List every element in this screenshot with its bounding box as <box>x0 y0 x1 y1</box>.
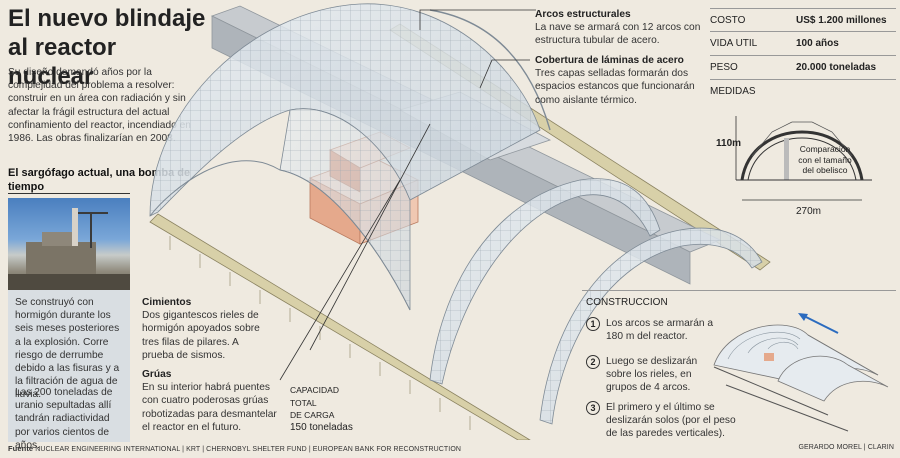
callout-cimientos: Cimientos Dos gigantescos rieles de horm… <box>142 296 272 362</box>
spec-value: 100 años <box>796 38 839 49</box>
medidas-diagram <box>735 116 872 201</box>
reactor-photo <box>8 198 130 290</box>
spec-row: COSTO US$ 1.200 millones <box>710 8 896 32</box>
leader-lines <box>279 9 536 381</box>
callout-cimientos-title: Cimientos <box>142 297 192 308</box>
callout-cimientos-text: Dos gigantescos rieles de hormigón apoya… <box>142 310 260 361</box>
medidas-width: 270m <box>796 206 822 217</box>
spec-key: VIDA UTIL <box>710 38 758 49</box>
capacity-box: CAPACIDAD TOTAL DE CARGA 150 toneladas <box>290 384 370 434</box>
capacity-value: 150 toneladas <box>290 421 353 433</box>
reactor-marker <box>764 353 774 361</box>
direction-arrow-icon <box>798 313 839 334</box>
capacity-label-1: CAPACIDAD <box>290 385 339 395</box>
specs-table: COSTO US$ 1.200 millones VIDA UTIL 100 a… <box>710 8 896 97</box>
construction-diagram <box>713 313 889 432</box>
spec-key: PESO <box>710 62 738 73</box>
construction-section: CONSTRUCCION 1 Los arcos se armarán a 18… <box>582 290 896 442</box>
callout-gruas-title: Grúas <box>142 369 172 380</box>
capacity-label-2: TOTAL <box>290 397 317 408</box>
back-arch-ring <box>429 9 551 131</box>
step-2-number: 2 <box>586 355 600 369</box>
medidas-comparison: Comparación con el tamaño del obelisco <box>798 144 852 175</box>
step-3-text: El primero y el último se deslizarán sol… <box>606 402 736 440</box>
step-3-number: 3 <box>586 401 600 415</box>
spec-value: US$ 1.200 millones <box>796 14 887 26</box>
sarcophagus-text-1: Se construyó con hormigón durante los se… <box>15 297 120 401</box>
medidas-arch <box>740 121 864 181</box>
capacity-label-3: DE CARGA <box>290 410 335 420</box>
spec-row: PESO 20.000 toneladas <box>710 56 896 80</box>
sarcophagus-info-box: Se construyó con hormigón durante los se… <box>8 290 130 451</box>
footer-sources: NUCLEAR ENGINEERING INTERNATIONAL | KRT … <box>35 446 462 453</box>
callout-cobertura-title: Cobertura de láminas de acero <box>535 55 684 66</box>
middle-arch <box>429 178 661 385</box>
callout-arcos-title: Arcos estructurales <box>535 9 631 20</box>
callout-gruas-text: En su interior habrá puentes con cuatro … <box>142 382 277 433</box>
medidas-label: MEDIDAS <box>710 86 756 97</box>
step-1-text: Los arcos se armarán a 180 m del reactor… <box>606 318 714 343</box>
callout-arcos-text: La nave se armará con 12 arcos con estru… <box>535 22 701 47</box>
sarcophagus-text-2: Las 200 toneladas de uranio sepultadas a… <box>15 387 113 451</box>
construction-label: CONSTRUCCION <box>586 297 668 308</box>
callout-cobertura: Cobertura de láminas de acero Tres capas… <box>535 54 705 107</box>
footer: Fuente NUCLEAR ENGINEERING INTERNATIONAL… <box>8 444 898 453</box>
obelisk-shape <box>784 138 789 180</box>
spec-value: 20.000 toneladas <box>796 62 877 73</box>
callout-cobertura-text: Tres capas selladas formarán dos espacio… <box>535 68 695 106</box>
sarcophagus-heading: El sargófago actual, una bomba de tiempo <box>8 167 191 193</box>
sarcophagus-leader <box>8 193 130 194</box>
spec-row: VIDA UTIL 100 años <box>710 32 896 56</box>
intro-text: Su diseño demandó años por la complejida… <box>8 67 191 145</box>
medidas-height: 110m <box>716 138 742 149</box>
spec-key: COSTO <box>710 14 746 26</box>
far-arch <box>539 227 763 425</box>
callout-arcos: Arcos estructurales La nave se armará co… <box>535 8 705 48</box>
page-title: El nuevo blindaje al reactor nuclear <box>8 5 206 90</box>
callout-gruas: Grúas En su interior habrá puentes con c… <box>142 368 282 434</box>
step-2-text: Luego se deslizarán sobre los rieles, en… <box>606 356 698 394</box>
step-1-number: 1 <box>586 317 600 331</box>
main-arch <box>149 3 541 311</box>
footer-source-label: Fuente <box>8 444 34 453</box>
footer-credit: GERARDO MOREL | CLARIN <box>798 444 894 451</box>
shelter-illustration <box>149 3 771 440</box>
